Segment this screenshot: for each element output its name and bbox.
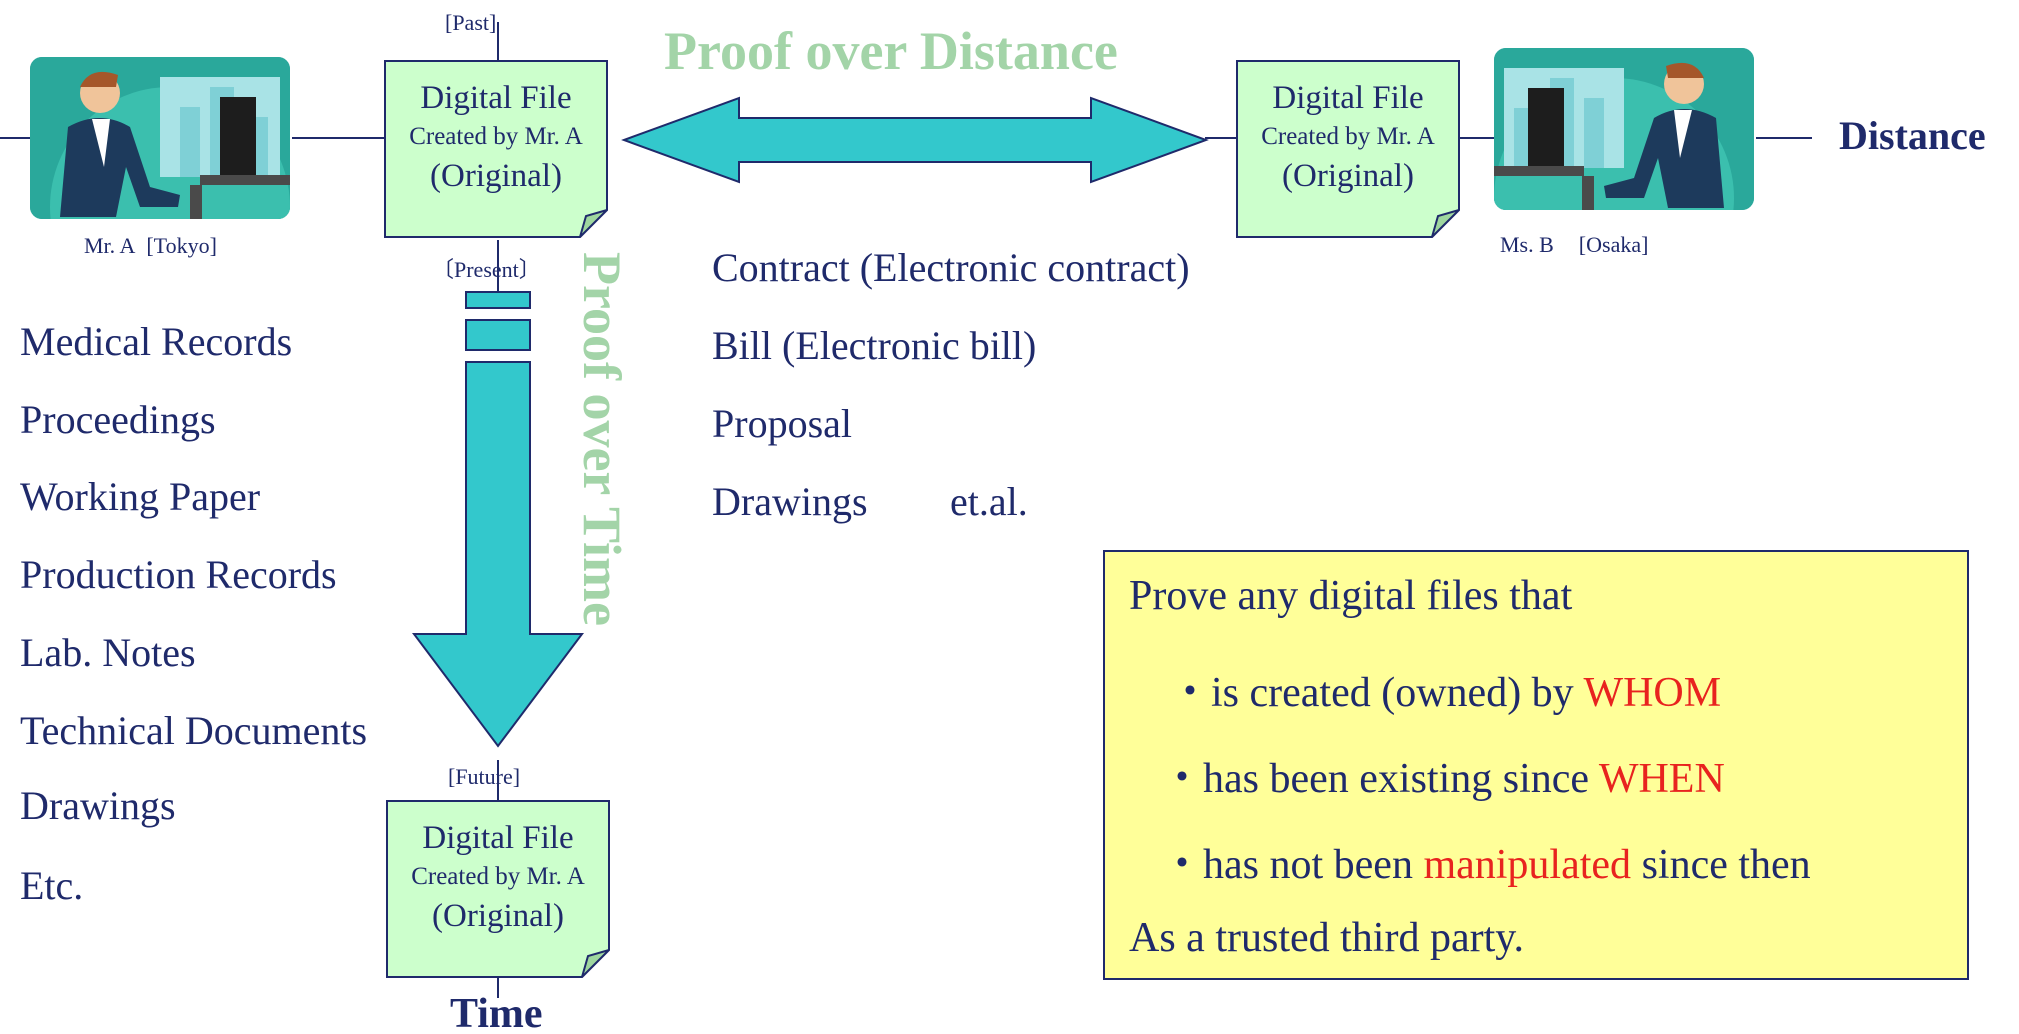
list-item: Technical Documents xyxy=(20,708,368,753)
list-item: Contract (Electronic contract) xyxy=(712,245,1190,290)
digital-file-future: Digital File Created by Mr. A (Original) xyxy=(386,800,610,978)
list-suffix: et.al. xyxy=(950,479,1028,524)
person-b-city: [Osaka] xyxy=(1578,232,1649,257)
file-title: Digital File xyxy=(420,80,572,116)
list-item: Drawings xyxy=(20,783,176,828)
highlight-manipulated: manipulated xyxy=(1423,842,1632,888)
time-arrow-segment-1 xyxy=(465,291,531,309)
time-arrow-segment-2 xyxy=(465,319,531,351)
present-label: 〔Present〕 xyxy=(432,257,541,282)
person-b-name: Ms. B xyxy=(1500,232,1554,257)
file-title: Digital File xyxy=(422,820,574,856)
distance-double-arrow xyxy=(621,96,1209,184)
infobox-item-when: ・has been existing since WHEN xyxy=(1161,744,1725,805)
file-title: Digital File xyxy=(1272,80,1424,116)
past-label: [Past] xyxy=(445,10,497,35)
list-item: Proceedings xyxy=(20,397,216,442)
infobox-item-whom: ・is created (owned) by WHOM xyxy=(1169,658,1721,719)
distance-axis-label: Distance xyxy=(1839,113,1986,158)
list-item: Drawings xyxy=(712,479,868,524)
person-a-label: Mr. A [Tokyo] xyxy=(84,233,217,258)
time-axis-label: Time xyxy=(450,991,543,1034)
file-creator: Created by Mr. A xyxy=(1261,123,1435,150)
digital-file-past: Digital File Created by Mr. A (Original) xyxy=(384,60,608,238)
file-creator: Created by Mr. A xyxy=(411,863,585,890)
person-a-illustration xyxy=(30,57,290,219)
proof-over-time-title: Proof over Time xyxy=(572,252,632,626)
infobox-item-text: ・has not been xyxy=(1161,842,1424,888)
file-page-fold xyxy=(578,208,608,238)
infobox-intro: Prove any digital files that xyxy=(1129,573,1573,619)
file-page-fold xyxy=(580,948,610,978)
list-item: Proposal xyxy=(712,401,852,446)
list-item: Working Paper xyxy=(20,474,261,519)
list-item: Medical Records xyxy=(20,319,293,364)
future-label: [Future] xyxy=(448,764,521,789)
list-item: Lab. Notes xyxy=(20,630,196,675)
infobox-item-text: since then xyxy=(1631,842,1811,888)
highlight-when: WHEN xyxy=(1598,756,1725,802)
time-arrow xyxy=(412,361,584,748)
proof-requirements-box: Prove any digital files that ・is created… xyxy=(1103,550,1969,980)
file-status: (Original) xyxy=(1282,158,1414,194)
list-item: Bill (Electronic bill) xyxy=(712,323,1037,368)
digital-file-remote: Digital File Created by Mr. A (Original) xyxy=(1236,60,1460,238)
file-status: (Original) xyxy=(432,898,564,934)
list-item: Etc. xyxy=(20,863,84,908)
infobox-item-manipulated: ・has not been manipulated since then xyxy=(1161,830,1811,891)
file-status: (Original) xyxy=(430,158,562,194)
person-b-label: Ms. B [Osaka] xyxy=(1500,232,1648,258)
list-item: Production Records xyxy=(20,552,337,597)
person-b-illustration xyxy=(1494,48,1754,210)
proof-over-distance-title: Proof over Distance xyxy=(664,21,1118,81)
highlight-whom: WHOM xyxy=(1583,670,1722,716)
file-creator: Created by Mr. A xyxy=(409,123,583,150)
file-page-fold xyxy=(1430,208,1460,238)
infobox-outro: As a trusted third party. xyxy=(1129,915,1525,961)
infobox-item-text: ・is created (owned) by xyxy=(1169,670,1584,716)
infobox-item-text: ・has been existing since xyxy=(1161,756,1599,802)
